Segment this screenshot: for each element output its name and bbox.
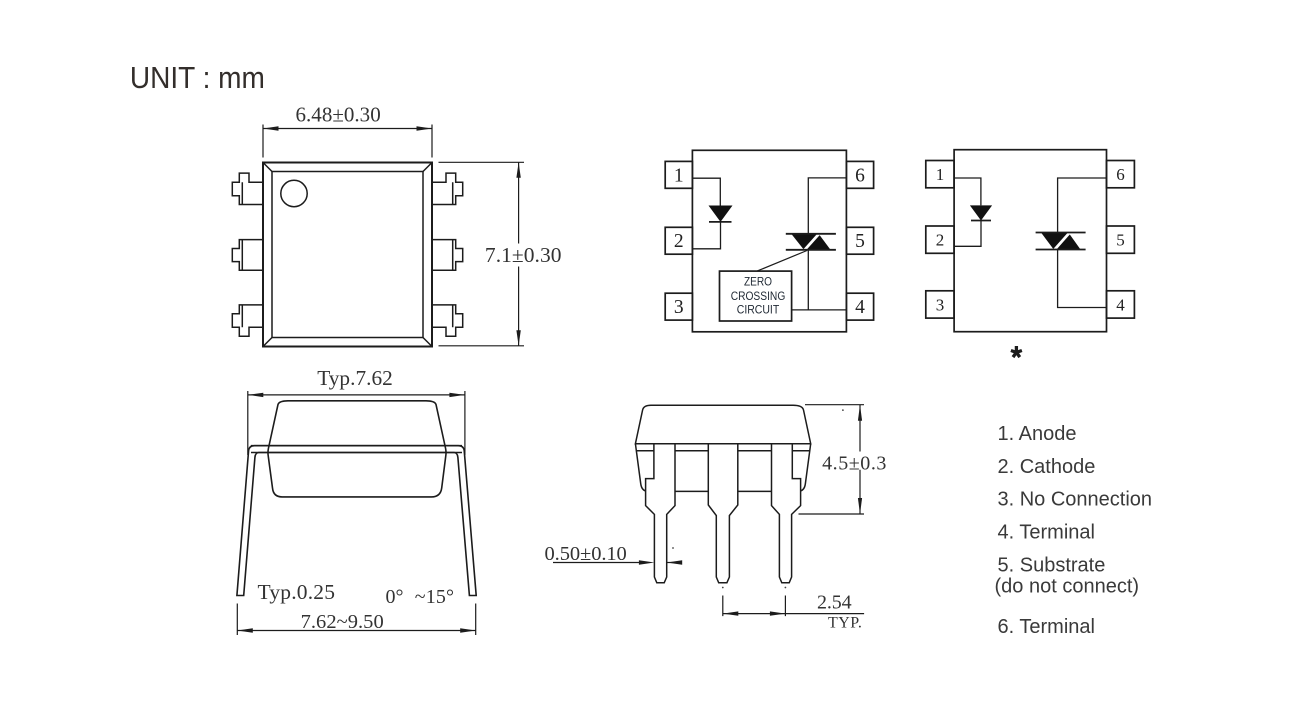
svg-text:1: 1 <box>936 165 945 184</box>
svg-text:1. Anode: 1. Anode <box>998 423 1077 445</box>
svg-text:0.50±0.10: 0.50±0.10 <box>545 543 627 565</box>
svg-text:5: 5 <box>1116 231 1125 250</box>
svg-text:2.54: 2.54 <box>817 592 852 614</box>
svg-text:3: 3 <box>674 297 684 318</box>
svg-text:~15°: ~15° <box>415 586 454 608</box>
svg-text:4: 4 <box>855 297 865 318</box>
svg-text:CROSSING: CROSSING <box>731 289 786 303</box>
svg-text:0°: 0° <box>386 586 404 608</box>
svg-text:Typ.0.25: Typ.0.25 <box>258 580 336 604</box>
svg-text:6: 6 <box>1116 165 1125 184</box>
svg-text:5: 5 <box>855 231 865 252</box>
svg-text:3. No Connection: 3. No Connection <box>998 489 1153 511</box>
svg-text:2: 2 <box>674 231 684 252</box>
svg-text:TYP.: TYP. <box>828 614 862 631</box>
svg-text:2. Cathode: 2. Cathode <box>998 456 1096 478</box>
svg-text:UNIT : mm: UNIT : mm <box>130 61 265 95</box>
svg-text:6.48±0.30: 6.48±0.30 <box>296 103 381 127</box>
svg-text:1: 1 <box>674 165 684 186</box>
svg-text:3: 3 <box>936 295 945 314</box>
svg-text:CIRCUIT: CIRCUIT <box>737 303 780 317</box>
svg-text:4: 4 <box>1116 295 1125 314</box>
svg-text:6: 6 <box>855 165 865 186</box>
svg-text:4.5±0.3: 4.5±0.3 <box>822 453 886 475</box>
svg-text:6. Terminal: 6. Terminal <box>998 616 1095 638</box>
svg-text:2: 2 <box>936 231 945 250</box>
svg-text:5. Substrate: 5. Substrate <box>998 554 1106 576</box>
svg-text:4. Terminal: 4. Terminal <box>998 522 1095 544</box>
svg-text:(do not connect): (do not connect) <box>995 575 1140 597</box>
svg-text:7.1±0.30: 7.1±0.30 <box>485 243 562 267</box>
svg-text:ZERO: ZERO <box>744 275 772 289</box>
svg-text:Typ.7.62: Typ.7.62 <box>317 366 393 390</box>
svg-text:7.62~9.50: 7.62~9.50 <box>301 611 384 633</box>
